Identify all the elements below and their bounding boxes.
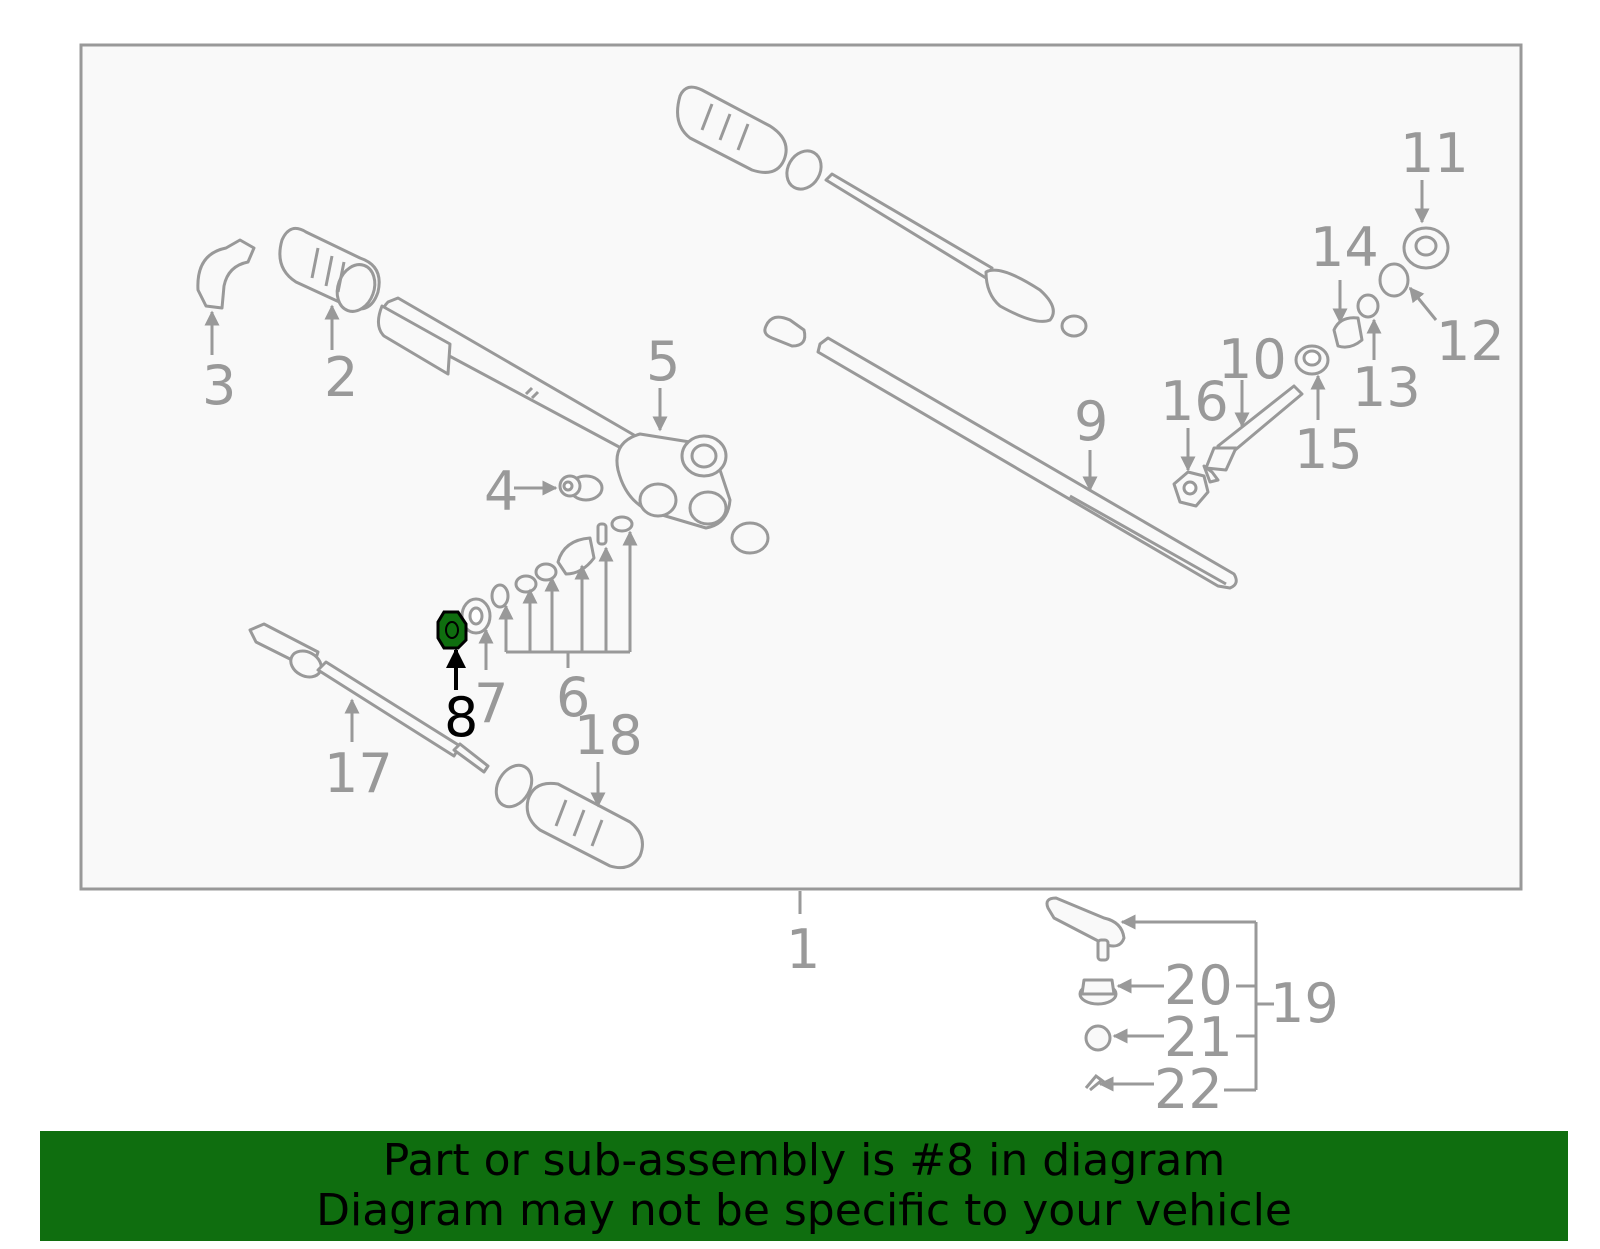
part-9-rack-bar[interactable] xyxy=(763,315,1238,590)
part-10-rod[interactable] xyxy=(1202,384,1304,484)
label-2: 2 xyxy=(324,346,358,409)
label-22: 22 xyxy=(1154,1058,1223,1121)
label-16: 16 xyxy=(1160,370,1229,433)
label-13: 13 xyxy=(1352,356,1421,419)
info-banner: Part or sub-assembly is #8 in diagram Di… xyxy=(40,1131,1568,1241)
label-7: 7 xyxy=(474,672,508,735)
bracket-6 xyxy=(498,530,638,668)
part-4-fitting[interactable] xyxy=(558,474,604,502)
label-19: 19 xyxy=(1270,972,1339,1035)
part-21-nut[interactable] xyxy=(1084,1024,1112,1052)
part-13-washer[interactable] xyxy=(1356,293,1380,319)
part-7-seal[interactable] xyxy=(460,597,492,635)
label-6: 6 xyxy=(556,666,590,729)
part-11-cap[interactable] xyxy=(1402,226,1450,270)
part-14-yoke[interactable] xyxy=(1332,316,1364,349)
label-9: 9 xyxy=(1074,390,1108,453)
part-19-tie-rod-end[interactable] xyxy=(1045,896,1126,962)
label-14: 14 xyxy=(1310,216,1379,279)
part-20-castle-nut[interactable] xyxy=(1078,978,1118,1006)
part-18-boot[interactable] xyxy=(489,759,644,870)
leader-12 xyxy=(1408,286,1438,321)
part-12-spring[interactable] xyxy=(1378,262,1410,298)
label-15: 15 xyxy=(1294,418,1363,481)
label-17: 17 xyxy=(324,742,393,805)
banner-line-1: Part or sub-assembly is #8 in diagram xyxy=(382,1135,1226,1186)
label-11: 11 xyxy=(1400,122,1469,185)
banner-line-2: Diagram may not be specific to your vehi… xyxy=(316,1185,1292,1236)
part-8-nut-highlighted[interactable] xyxy=(436,610,468,650)
part-15-nut[interactable] xyxy=(1294,344,1330,376)
label-18: 18 xyxy=(574,704,643,767)
part-5-rack-housing[interactable] xyxy=(377,296,770,555)
label-20: 20 xyxy=(1164,954,1233,1017)
label-3: 3 xyxy=(202,354,236,417)
part-3-bracket[interactable] xyxy=(196,238,256,310)
label-5: 5 xyxy=(646,330,680,393)
part-17-tie-rod[interactable] xyxy=(248,622,490,774)
label-12: 12 xyxy=(1436,310,1505,373)
part-top-tie-rod-assembly xyxy=(676,85,1088,338)
part-16-nut[interactable] xyxy=(1172,470,1210,508)
label-8-highlighted: 8 xyxy=(444,686,478,749)
label-21: 21 xyxy=(1164,1006,1233,1069)
label-10: 10 xyxy=(1218,328,1287,391)
label-1: 1 xyxy=(786,918,820,981)
bracket-19 xyxy=(1098,914,1274,1092)
part-2-bellows[interactable] xyxy=(278,226,381,316)
label-4: 4 xyxy=(484,460,518,523)
